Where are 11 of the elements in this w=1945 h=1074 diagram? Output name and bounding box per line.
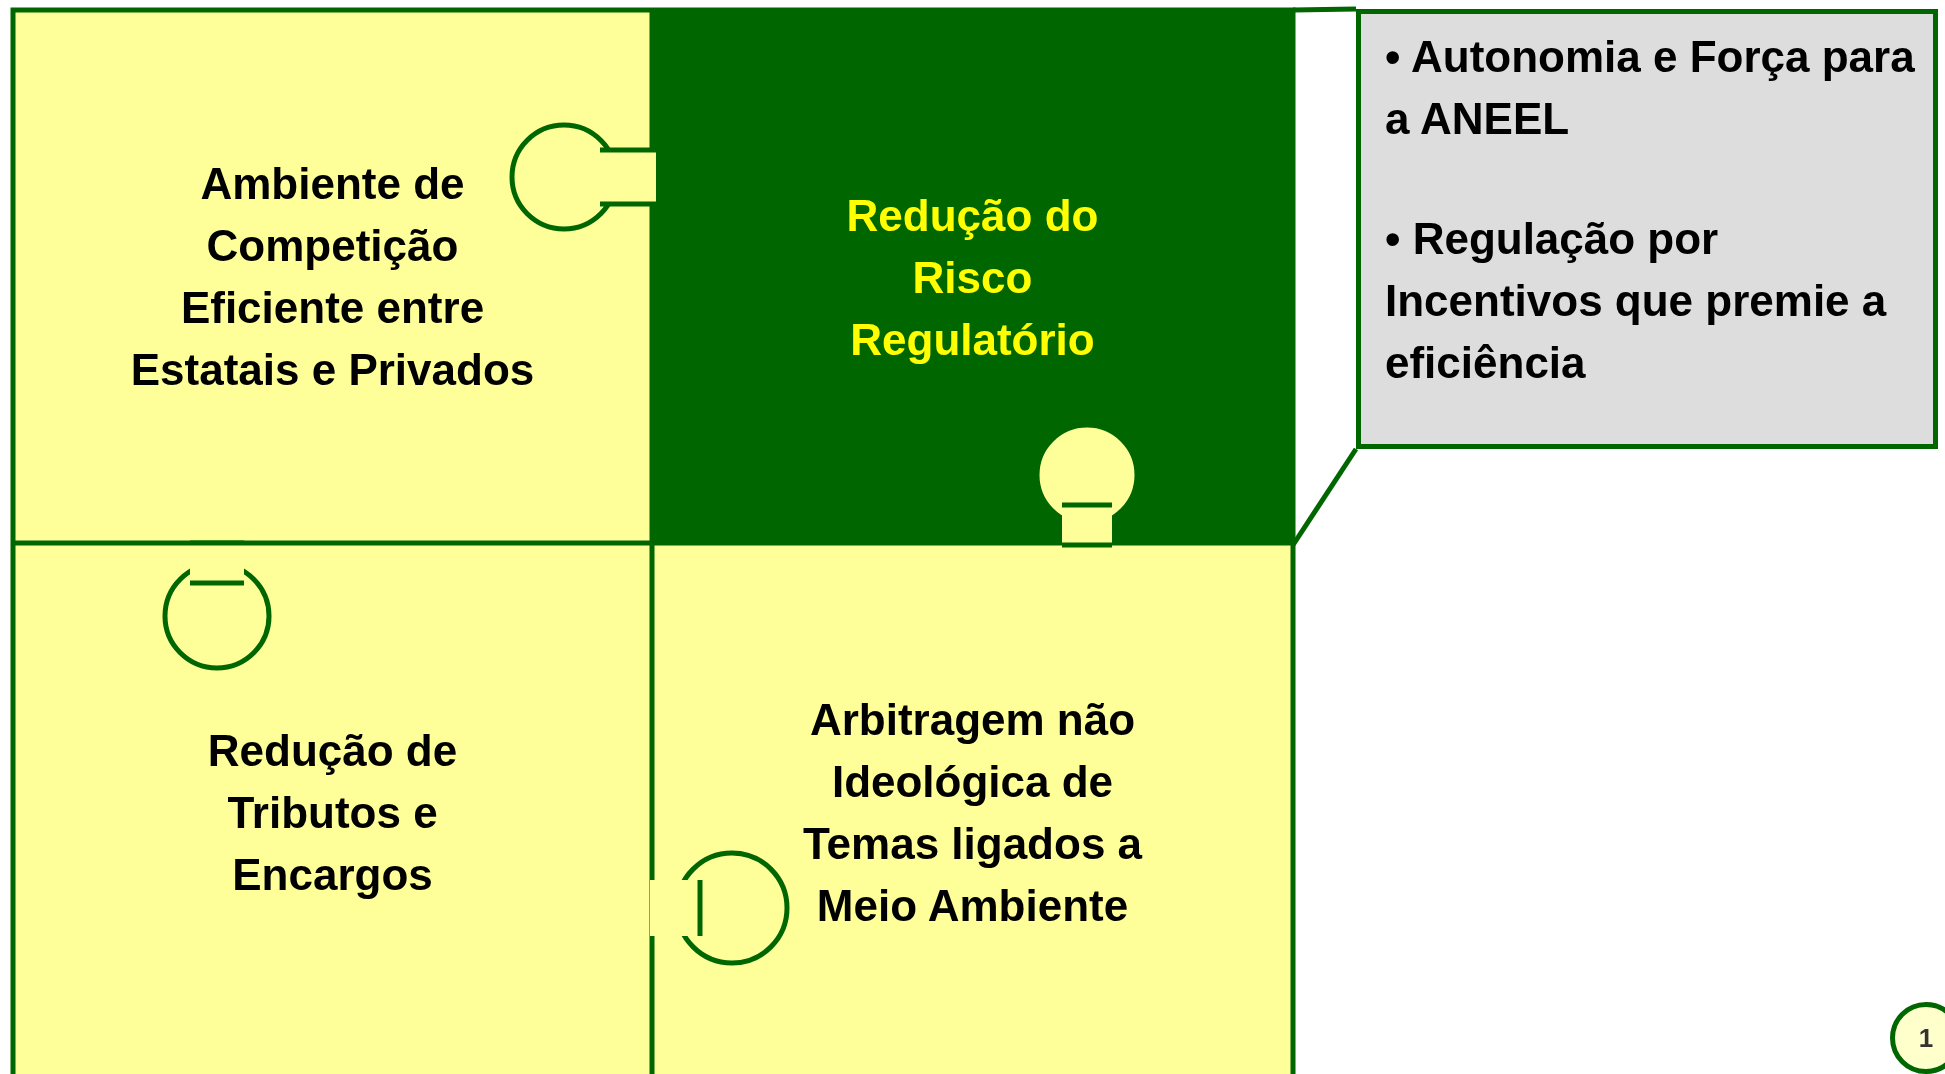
bullet-text: • Regulação por Incentivos que premie a eficiência <box>1385 213 1888 389</box>
piece-label: Arbitragem não Ideológica de Temas ligados a Meio Ambiente <box>801 694 1144 932</box>
puzzle-piece <box>13 10 652 543</box>
piece-label: Redução de Tributos e Encargos <box>206 725 459 901</box>
piece-label: Ambiente de Competição Eficiente entre Estatais e Privados <box>129 157 536 396</box>
piece-label: Redução do Risco Regulatório <box>845 189 1100 366</box>
puzzle-piece <box>13 543 652 1074</box>
bullet-text: • Autonomia e Força para a ANEEL <box>1385 31 1916 145</box>
page-number: 1 <box>1918 1023 1934 1053</box>
callout-box <box>1356 9 1938 449</box>
puzzle-piece <box>652 543 1293 1074</box>
